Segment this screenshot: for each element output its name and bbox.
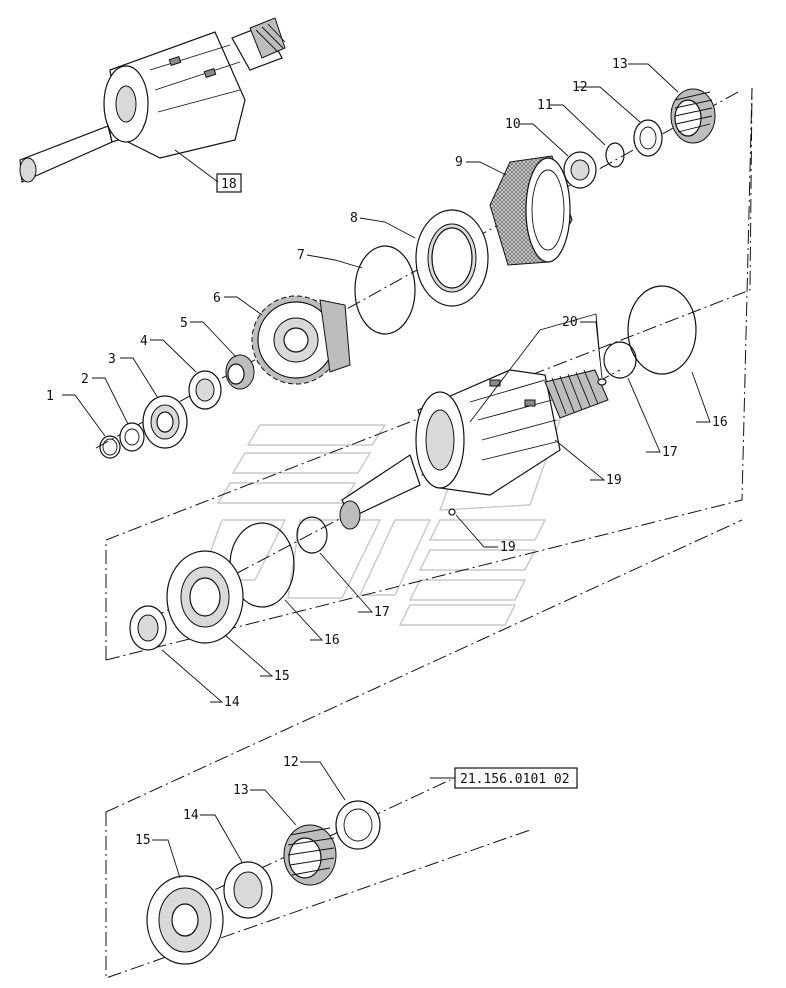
callout-16-upper: 16	[712, 415, 728, 430]
part-14-bushing	[129, 605, 167, 651]
callout-17-lower: 17	[374, 605, 390, 620]
callout-4: 4	[140, 334, 148, 349]
part-2-washer	[119, 422, 145, 452]
part-axis-lines	[95, 91, 739, 921]
part-15-plate-lower	[146, 875, 224, 965]
reference-box[interactable]: 21.156.0101 02	[454, 767, 578, 789]
part-19-drum-assembly	[339, 369, 609, 530]
callout-8: 8	[350, 211, 358, 226]
callout-6: 6	[213, 291, 221, 306]
callout-15-lower: 15	[135, 833, 151, 848]
part-13-bearing-lower	[283, 824, 337, 886]
callout-10: 10	[505, 117, 521, 132]
callout-14-upper: 14	[224, 695, 240, 710]
callout-13-lower: 13	[233, 783, 249, 798]
callout-3: 3	[108, 352, 116, 367]
part-1-snap-ring	[99, 435, 121, 459]
assembly-reference-label: 18	[221, 177, 237, 192]
part-17-seal-ring-upper	[603, 341, 637, 379]
callout-20: 20	[562, 315, 578, 330]
part-16-o-ring-upper	[627, 285, 697, 375]
part-6-gear	[251, 295, 351, 385]
callout-5: 5	[180, 316, 188, 331]
callout-19-lower: 19	[500, 540, 516, 555]
callout-7: 7	[297, 248, 305, 263]
part-20-pin	[597, 378, 607, 386]
part-13-bearing	[670, 88, 716, 144]
callout-14-lower: 14	[183, 808, 199, 823]
callout-16-lower: 16	[324, 633, 340, 648]
part-5-needle-bearing	[225, 354, 255, 390]
shaft-assembly-18	[19, 17, 286, 183]
part-12-shim-lower	[335, 800, 381, 850]
part-4-bushing	[188, 370, 222, 410]
part-12-shim	[633, 119, 663, 157]
part-9-friction-drum	[489, 155, 573, 266]
callout-15-upper: 15	[274, 669, 290, 684]
part-8-plate	[415, 209, 489, 307]
callout-1: 1	[46, 389, 54, 404]
part-7-snap-ring	[354, 245, 416, 335]
leader-lines	[62, 63, 711, 879]
part-11-snap-ring	[605, 142, 625, 168]
callout-17-upper: 17	[662, 445, 678, 460]
part-15-piston-plate	[166, 550, 244, 644]
part-10-washer	[563, 151, 597, 189]
reference-box-label: 21.156.0101 02	[460, 772, 570, 787]
callout-9: 9	[455, 155, 463, 170]
callout-13-upper: 13	[612, 57, 628, 72]
callout-19-upper: 19	[606, 473, 622, 488]
callout-12-upper: 12	[572, 80, 588, 95]
part-17-seal-ring-lower	[296, 516, 328, 554]
callout-11: 11	[537, 98, 553, 113]
callout-2: 2	[81, 372, 89, 387]
callout-numbers: 1 2 3 4 5 6 7 8 9 10 11 12 13 20 16 17 1…	[46, 57, 728, 848]
callout-12-lower: 12	[283, 755, 299, 770]
assembly-reference-box-18[interactable]: 18	[216, 173, 242, 193]
part-14-bushing-lower	[223, 861, 273, 919]
part-3-bearing	[142, 395, 188, 449]
